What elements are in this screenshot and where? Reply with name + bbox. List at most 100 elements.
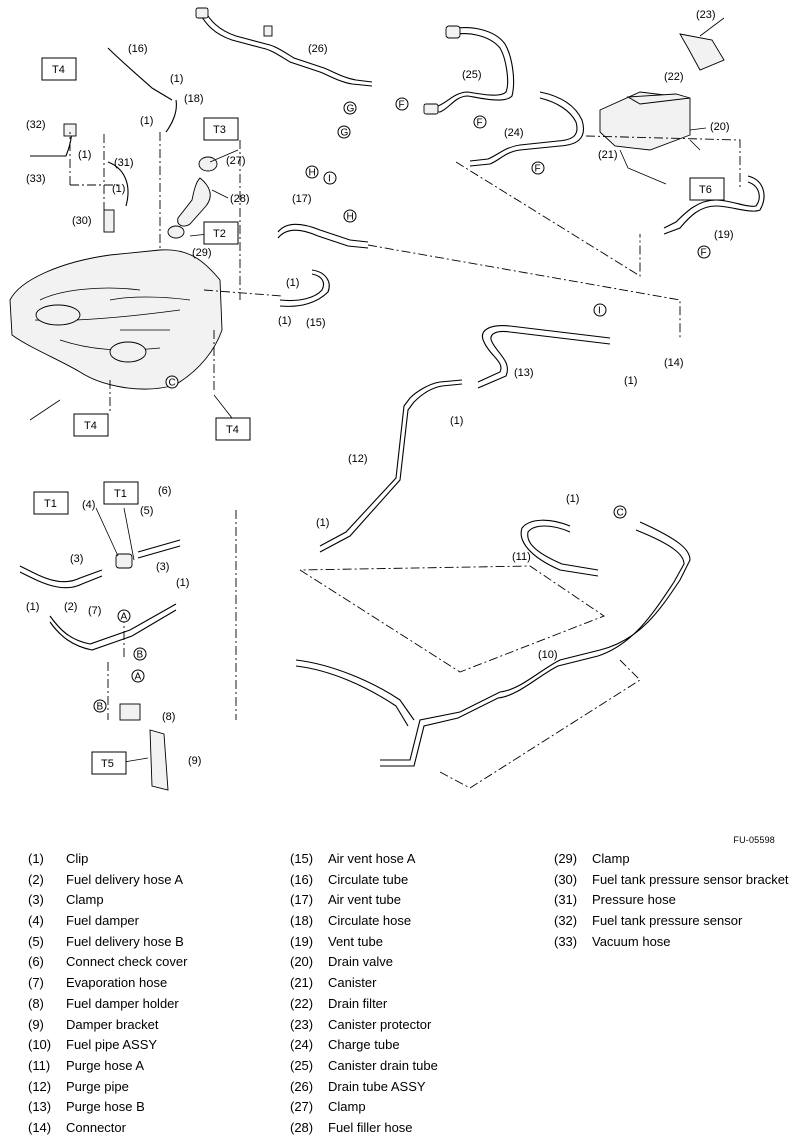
torque-box-t5: T5 <box>91 751 127 775</box>
legend-item: (16)Circulate tube <box>290 871 409 887</box>
legend-item: (5)Fuel delivery hose B <box>28 933 184 949</box>
fuel-tank-pressure-sensor <box>63 123 77 137</box>
legend-item: (26)Drain tube ASSY <box>290 1078 426 1094</box>
torque-box-label: T4 <box>226 424 239 436</box>
callout-26: (26) <box>308 43 328 55</box>
fuel-damper <box>115 553 133 569</box>
legend-item: (6)Connect check cover <box>28 954 188 970</box>
legend-column: (29)Clamp (30)Fuel tank pressure sensor … <box>554 851 789 954</box>
charge-tube <box>469 91 584 167</box>
legend-item: (29)Clamp <box>554 851 630 866</box>
svg-text:C: C <box>617 508 624 519</box>
callout-7: (7) <box>88 605 101 617</box>
connection-mark: A <box>117 609 131 623</box>
torque-box-t1: T1 <box>33 491 69 515</box>
callout-2: (2) <box>64 601 77 613</box>
callout-32: (32) <box>26 119 46 131</box>
connection-mark: B <box>133 647 147 661</box>
legend-item: (17)Air vent tube <box>290 892 401 908</box>
connection-mark: A <box>131 669 145 683</box>
legend-item: (4)Fuel damper <box>28 913 139 929</box>
svg-text:H: H <box>347 212 354 223</box>
legend-item: (23)Canister protector <box>290 1016 432 1032</box>
callout-1: (1) <box>170 73 183 85</box>
legend-item: (13)Purge hose B <box>28 1099 145 1115</box>
legend-item: (14)Connector <box>28 1119 126 1135</box>
callout-1: (1) <box>78 149 91 161</box>
callout-31: (31) <box>114 157 134 169</box>
callout-10: (10) <box>538 649 558 661</box>
connection-mark: I <box>593 303 607 317</box>
svg-text:G: G <box>341 128 349 139</box>
callout-17: (17) <box>292 193 312 205</box>
torque-box-label: T4 <box>84 420 97 432</box>
connection-mark: G <box>337 125 351 139</box>
connection-mark: F <box>531 161 545 175</box>
legend-item: (1)Clip <box>28 851 89 866</box>
legend-column: (15)Air vent hose A (16)Circulate tube (… <box>290 851 438 1141</box>
torque-box-t6: T6 <box>689 177 725 201</box>
callout-1: (1) <box>624 375 637 387</box>
callout-1: (1) <box>278 315 291 327</box>
callout-20: (20) <box>710 121 730 133</box>
legend-item: (3)Clamp <box>28 892 104 908</box>
svg-text:C: C <box>169 378 176 389</box>
callout-4: (4) <box>82 499 95 511</box>
callout-1: (1) <box>176 577 189 589</box>
callout-18: (18) <box>184 93 204 105</box>
connection-mark: C <box>613 505 627 519</box>
purge-hose-a <box>520 519 599 577</box>
connection-mark: B <box>93 699 107 713</box>
callout-14: (14) <box>664 357 684 369</box>
purge-pipe <box>319 383 463 553</box>
evaporation-hose <box>49 603 177 645</box>
legend-column: (1)Clip (2)Fuel delivery hose A (3)Clamp… <box>28 851 187 1141</box>
callout-21: (21) <box>598 149 618 161</box>
circulate-tube <box>107 47 173 101</box>
legend-item: (21)Canister <box>290 975 377 991</box>
callout-5: (5) <box>140 505 153 517</box>
callout-15: (15) <box>306 317 326 329</box>
svg-text:I: I <box>328 174 331 185</box>
torque-box-t4: T4 <box>73 413 109 437</box>
svg-text:B: B <box>97 702 104 713</box>
callout-27: (27) <box>226 155 246 167</box>
callout-16: (16) <box>128 43 148 55</box>
callout-1: (1) <box>140 115 153 127</box>
connection-mark: G <box>343 101 357 115</box>
callout-33: (33) <box>26 173 46 185</box>
svg-text:F: F <box>535 164 541 175</box>
legend-item: (24)Charge tube <box>290 1037 400 1053</box>
fuel-pipe-assy <box>380 521 691 761</box>
torque-box-label: T3 <box>213 124 226 136</box>
callout-19: (19) <box>714 229 734 241</box>
svg-text:F: F <box>477 118 483 129</box>
canister <box>599 33 725 185</box>
legend-item: (8)Fuel damper holder <box>28 995 179 1011</box>
callout-1: (1) <box>286 277 299 289</box>
svg-text:F: F <box>399 100 405 111</box>
legend-item: (11)Purge hose A <box>28 1057 145 1073</box>
torque-box-t3: T3 <box>203 117 239 141</box>
air-vent-tube <box>277 223 369 243</box>
callout-8: (8) <box>162 711 175 723</box>
legend-item: (7)Evaporation hose <box>28 975 168 991</box>
torque-box-t4: T4 <box>41 57 77 81</box>
callout-24: (24) <box>504 127 524 139</box>
callout-3: (3) <box>70 553 83 565</box>
callout-12: (12) <box>348 453 368 465</box>
fuel-system-diagram: (23) (16) (26) (25) (22) (1) (18) (1) (3… <box>9 7 765 791</box>
fuel-delivery-hose-a <box>19 565 103 583</box>
callout-1: (1) <box>316 517 329 529</box>
air-vent-hose-a <box>279 273 325 302</box>
torque-box-label: T1 <box>44 498 57 510</box>
figure-id: FU-05598 <box>733 835 775 845</box>
connection-mark: I <box>323 171 337 185</box>
connection-mark: H <box>343 209 357 223</box>
svg-text:B: B <box>137 650 144 661</box>
legend-item: (10)Fuel pipe ASSY <box>28 1037 158 1053</box>
purge-hose-b <box>477 325 611 383</box>
legend-item: (18)Circulate hose <box>290 913 412 929</box>
legend-item: (32)Fuel tank pressure sensor <box>554 913 743 929</box>
callout-3: (3) <box>156 561 169 573</box>
